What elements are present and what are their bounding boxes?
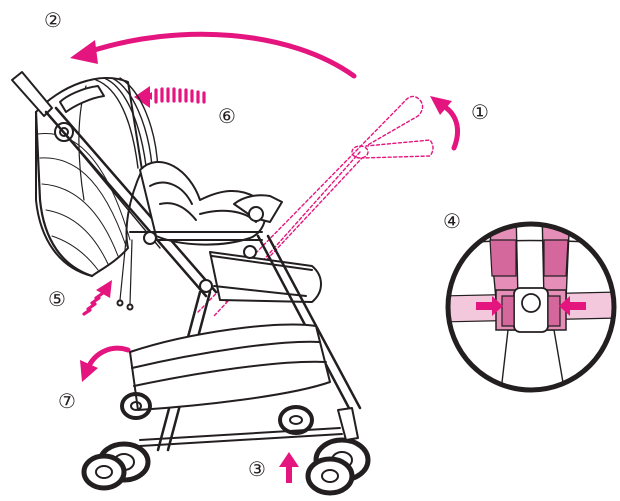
step-5-label: ⑤ <box>48 287 66 311</box>
step-1-label: ① <box>471 100 489 124</box>
arrow-step1-lift <box>430 96 458 148</box>
rear-wheel-left <box>84 444 148 488</box>
arrow-step2-sweep <box>70 34 354 76</box>
step-4-label: ④ <box>443 209 461 233</box>
arrow-step5-brake <box>84 280 112 314</box>
step-7-label: ⑦ <box>58 389 76 413</box>
front-wheel-right <box>280 407 312 433</box>
stroller-illustration <box>12 72 433 493</box>
harness-buckle-detail <box>420 210 620 400</box>
front-wheel-left <box>308 440 368 493</box>
arrow-step6-canopy <box>134 86 204 108</box>
step-3-label: ③ <box>248 457 266 481</box>
arrow-step7-basket <box>80 348 128 382</box>
step-6-label: ⑥ <box>218 104 236 128</box>
step-2-label: ② <box>44 8 62 32</box>
arrow-step3-push <box>279 452 299 483</box>
